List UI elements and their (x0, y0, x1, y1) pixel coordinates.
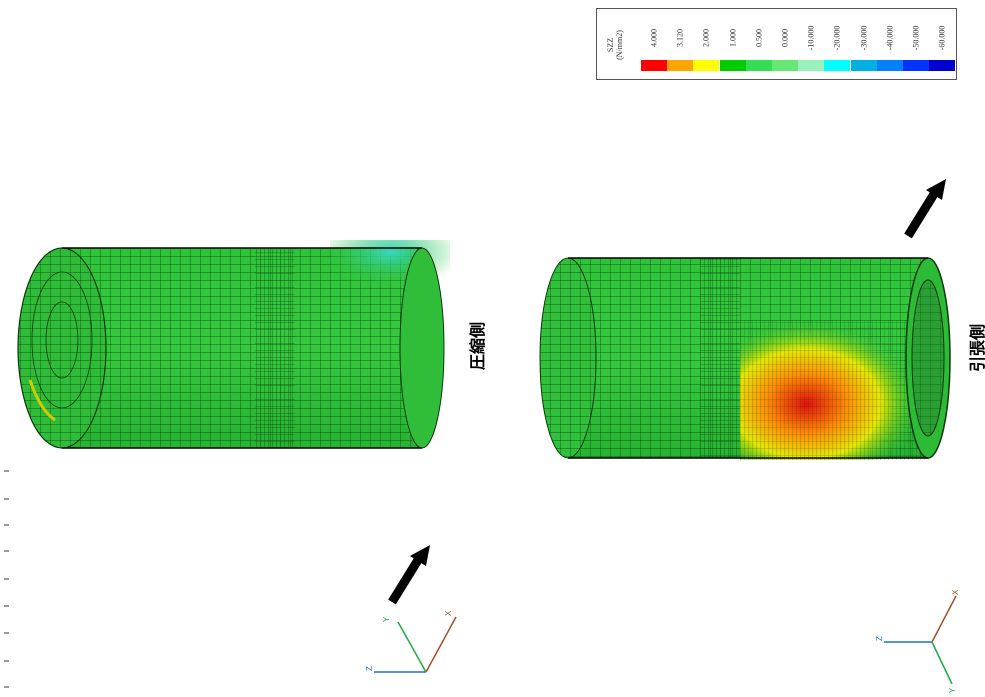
legend-color-swatch (850, 60, 877, 71)
legend-value-label: -50.000 (911, 25, 921, 51)
legend-color-swatch (745, 60, 772, 71)
legend-title-line1: SZZ (606, 37, 615, 53)
legend-color-swatch (929, 60, 956, 71)
compression-side-label: 圧縮側 (470, 321, 488, 371)
legend-color-swatch (693, 60, 720, 71)
legend-value-label: -20.000 (832, 25, 842, 51)
legend-color-swatch (641, 60, 667, 71)
tension-cylinder (539, 257, 951, 460)
axis-z-label: Z (875, 636, 884, 641)
axis-y-label: Y (382, 616, 391, 622)
legend-title: SZZ (N/mm2) (601, 13, 629, 77)
legend-title-line2: (N/mm2) (615, 30, 624, 60)
legend-value-label: -60.000 (937, 25, 947, 51)
legend-value-label: 3.120 (675, 29, 685, 47)
legend-value-label: -30.000 (859, 25, 869, 51)
legend-value-label: 0.000 (780, 29, 790, 47)
axis-z-label: Z (365, 666, 374, 671)
legend-value-label: 1.000 (728, 29, 738, 47)
color-legend: SZZ (N/mm2) 4.000 3.120 2.000 1.000 0.500 0.0… (596, 8, 957, 80)
legend-value-label: -40.000 (885, 25, 895, 51)
tension-side-label: 引張側 (970, 323, 985, 373)
legend-color-swatch (667, 60, 694, 71)
legend-value-label: 4.000 (649, 29, 659, 47)
compression-cylinder (17, 240, 450, 449)
coordinate-axes-icon: Z Y X (365, 610, 457, 673)
legend-color-swatch (798, 60, 825, 71)
legend-color-swatch (772, 60, 798, 71)
load-arrow-icon (388, 545, 430, 605)
legend-value-label: 0.500 (754, 29, 764, 47)
legend-title-text: SZZ (N/mm2) (606, 30, 624, 60)
legend-color-swatch (903, 60, 929, 71)
legend-color-swatch (876, 60, 903, 71)
load-arrow-icon (904, 179, 946, 239)
axis-x-label: X (951, 589, 960, 595)
legend-color-swatch (824, 60, 851, 71)
axis-x-label: X (444, 610, 453, 616)
legend-color-swatch (719, 60, 746, 71)
legend-value-label: -10.000 (806, 25, 816, 51)
coordinate-axes-icon: Z X Y (875, 589, 960, 693)
legend-value-label: 2.000 (701, 29, 711, 47)
axis-y-label: Y (948, 687, 957, 693)
